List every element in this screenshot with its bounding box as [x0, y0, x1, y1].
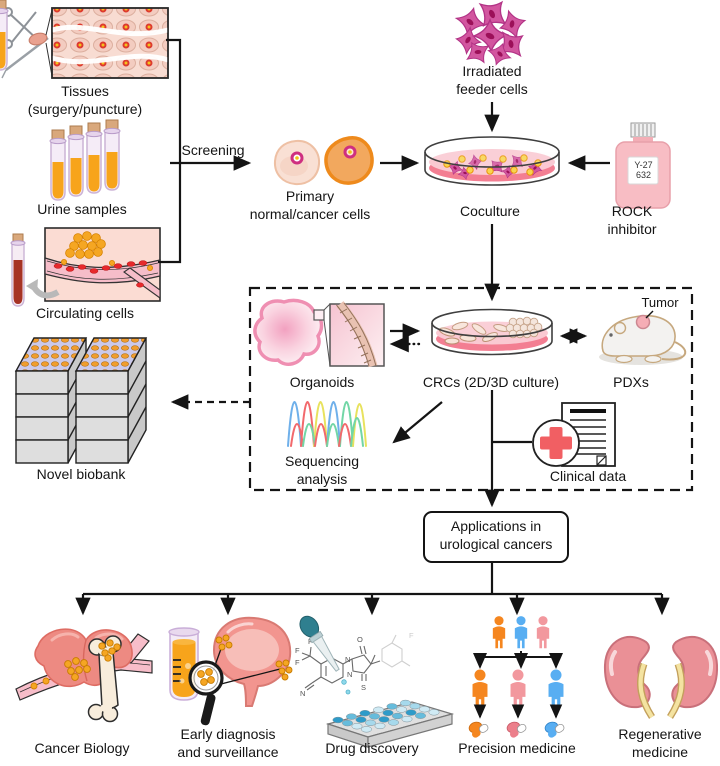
feeder-cells-label: Irradiated feeder cells: [456, 63, 528, 97]
biobank-icon: [14, 337, 148, 464]
flow-arrows: [170, 102, 610, 508]
drug-discovery-icon: F F F F N N N O S: [295, 615, 455, 748]
precision-medicine-icon: [468, 616, 565, 738]
mouse-pdx-icon: [599, 310, 687, 365]
early-diagnosis-label: Early diagnosis and surveillance: [177, 726, 279, 760]
rock-bottle-text: Y-27 632: [634, 160, 653, 181]
chem-n-label: N: [347, 670, 352, 679]
coculture-label: Coculture: [460, 203, 520, 219]
clinical-data-icon: [532, 402, 616, 467]
urine-tubes-icon: [0, 0, 121, 201]
screening-label: Screening: [181, 142, 245, 158]
sequencing-label: Sequencing analysis: [285, 453, 359, 487]
branch-lines: [75, 562, 670, 616]
sequencing-chromatogram-icon: [287, 401, 367, 447]
rock-inhibitor-label: ROCK inhibitor: [607, 203, 657, 237]
pdxs-label: PDXs: [613, 374, 649, 390]
crc-dish-icon: [431, 308, 553, 356]
biobank-label: Novel biobank: [36, 466, 126, 482]
tissue-histology-image: [51, 7, 169, 79]
chem-s-label: S: [361, 683, 366, 692]
circulating-label: Circulating cells: [35, 305, 135, 321]
tissue-biopsy-piece: [28, 9, 53, 77]
applications-box-label: Applications in urological cancers: [439, 518, 553, 552]
drug-discovery-label: Drug discovery: [325, 740, 419, 756]
urine-label: Urine samples: [37, 201, 127, 217]
chem-n-label: N: [345, 655, 350, 664]
blood-tube-icon: [10, 233, 26, 307]
chem-f-label: F: [409, 631, 414, 640]
cancer-biology-icon: [15, 628, 153, 723]
tissues-label: Tissues (surgery/puncture): [27, 83, 143, 117]
circulating-cells-image: [26, 227, 161, 302]
chem-f-label: F: [308, 637, 313, 646]
chem-f-label: F: [295, 658, 300, 667]
chem-n-label: N: [300, 689, 305, 698]
feeder-cells-icon: [452, 0, 532, 70]
tumor-label: Tumor: [641, 295, 679, 310]
model-systems-dashed-box: [248, 286, 694, 492]
organoid-crc-arrows: [389, 323, 421, 353]
primary-cells-icon: [273, 136, 374, 186]
primary-cells-label: Primary normal/cancer cells: [249, 188, 371, 222]
organoids-label: Organoids: [289, 374, 355, 390]
early-diagnosis-icon: [168, 616, 293, 726]
applications-box: [423, 511, 569, 563]
chem-o-label: O: [357, 635, 363, 644]
crcs-label: CRCs (2D/3D culture): [422, 374, 560, 390]
organoid-icon: [253, 298, 385, 368]
coculture-dish-icon: [424, 136, 560, 186]
chem-f-label: F: [295, 646, 300, 655]
clinical-data-label: Clinical data: [549, 468, 627, 484]
regenerative-medicine-label: Regenerative medicine: [618, 726, 702, 760]
screening-bracket: [158, 38, 252, 264]
precision-medicine-label: Precision medicine: [458, 740, 576, 756]
kidneys-icon: [605, 637, 717, 717]
rock-inhibitor-bottle-icon: [615, 122, 671, 209]
cancer-biology-label: Cancer Biology: [34, 740, 130, 756]
